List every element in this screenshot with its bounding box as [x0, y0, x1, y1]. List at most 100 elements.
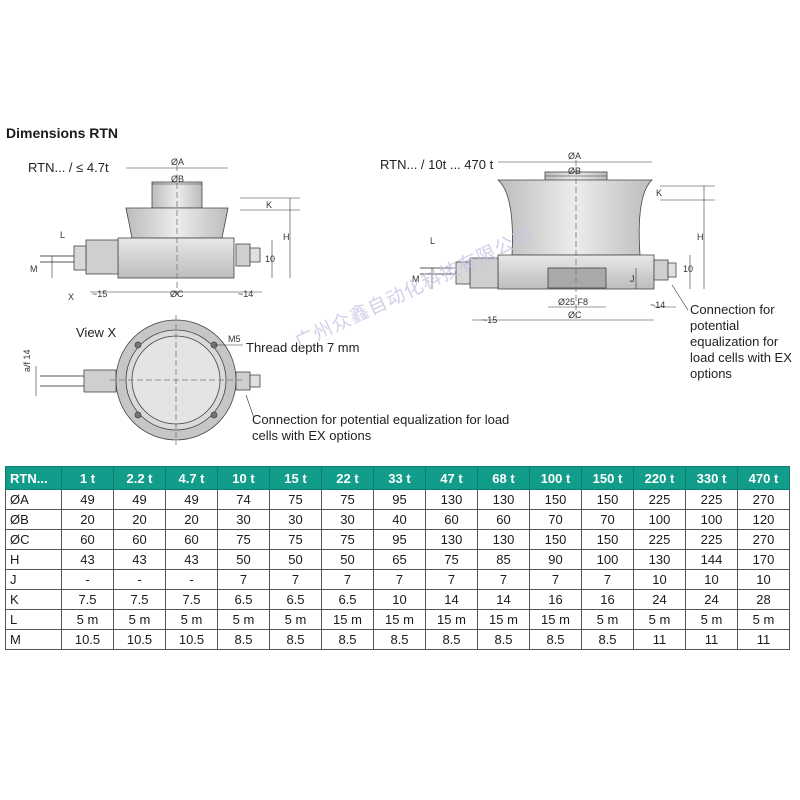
table-cell: 24	[633, 589, 686, 610]
table-cell: 144	[685, 549, 738, 570]
dim-a-label-large: ØA	[568, 151, 581, 161]
table-cell: -	[61, 569, 114, 590]
table-cell: 7	[373, 569, 426, 590]
table-cell: 8.5	[581, 629, 634, 650]
table-cell: 15 m	[477, 609, 530, 630]
header-cell: 150 t	[581, 466, 634, 490]
view-x-label: View X	[76, 325, 117, 340]
row-label-cell: M	[5, 629, 62, 650]
table-cell: 11	[737, 629, 790, 650]
table-cell: 225	[633, 529, 686, 550]
table-cell: 100	[685, 509, 738, 530]
table-cell: 5 m	[61, 609, 114, 630]
dim-k-label: K	[266, 200, 272, 210]
large-load-cell-dimension-lines	[431, 161, 715, 321]
table-cell: 43	[165, 549, 218, 570]
header-cell: 100 t	[529, 466, 582, 490]
table-cell: 40	[373, 509, 426, 530]
table-cell: 60	[61, 529, 114, 550]
table-cell: 7	[321, 569, 374, 590]
dim-c-label-large: ØC	[568, 310, 582, 320]
dim-m-label: M	[30, 264, 38, 274]
table-cell: 6.5	[217, 589, 270, 610]
header-cell: 2.2 t	[113, 466, 166, 490]
table-cell: 8.5	[425, 629, 478, 650]
dimensions-table: RTN... 1 t 2.2 t 4.7 t 10 t 15 t 22 t 33…	[5, 466, 790, 650]
row-label-cell: ØB	[5, 509, 62, 530]
table-cell: 8.5	[529, 629, 582, 650]
table-cell: 10.5	[113, 629, 166, 650]
header-cell: 47 t	[425, 466, 478, 490]
table-cell: 225	[685, 489, 738, 510]
table-cell: 60	[113, 529, 166, 550]
dim-j-label: J	[630, 274, 635, 284]
dim-10-label-large: 10	[683, 264, 693, 274]
header-cell: RTN...	[5, 466, 62, 490]
dim-15-label: ~15	[92, 289, 107, 299]
connection-note-right: Connection for potential equalization fo…	[690, 302, 792, 381]
table-cell: 49	[113, 489, 166, 510]
table-cell: 100	[581, 549, 634, 570]
dim-14-label-large: ~14	[650, 300, 665, 310]
table-cell: 150	[581, 529, 634, 550]
table-cell: 70	[581, 509, 634, 530]
table-cell: 30	[269, 509, 322, 530]
header-cell: 470 t	[737, 466, 790, 490]
table-cell: 49	[165, 489, 218, 510]
table-cell: 16	[529, 589, 582, 610]
table-cell: 50	[269, 549, 322, 570]
header-cell: 68 t	[477, 466, 530, 490]
table-cell: 50	[321, 549, 374, 570]
dim-x-label: X	[68, 292, 74, 302]
dim-b-label: ØB	[171, 174, 184, 184]
table-cell: 16	[581, 589, 634, 610]
table-cell: 75	[321, 529, 374, 550]
table-cell: 7	[217, 569, 270, 590]
thread-depth-label: Thread depth 7 mm	[246, 340, 360, 355]
table-cell: 8.5	[217, 629, 270, 650]
table-cell: 5 m	[165, 609, 218, 630]
table-cell: 5 m	[633, 609, 686, 630]
header-cell: 330 t	[685, 466, 738, 490]
dim-l-label: L	[60, 230, 65, 240]
dim-m5-label: M5	[228, 334, 241, 344]
row-label-cell: J	[5, 569, 62, 590]
table-cell: 8.5	[477, 629, 530, 650]
table-cell: 10.5	[61, 629, 114, 650]
table-cell: 20	[61, 509, 114, 530]
dim-10-label: 10	[265, 254, 275, 264]
row-label-cell: H	[5, 549, 62, 570]
table-cell: 14	[477, 589, 530, 610]
table-cell: 15 m	[425, 609, 478, 630]
table-cell: 5 m	[113, 609, 166, 630]
table-cell: 15 m	[529, 609, 582, 630]
header-cell: 10 t	[217, 466, 270, 490]
table-cell: -	[113, 569, 166, 590]
table-cell: 90	[529, 549, 582, 570]
table-cell: 5 m	[581, 609, 634, 630]
table-cell: 100	[633, 509, 686, 530]
table-cell: 85	[477, 549, 530, 570]
table-cell: 130	[425, 489, 478, 510]
table-cell: 150	[529, 529, 582, 550]
table-cell: 70	[529, 509, 582, 530]
dim-a-label: ØA	[171, 157, 184, 167]
table-cell: 20	[113, 509, 166, 530]
table-cell: 170	[737, 549, 790, 570]
table-cell: 130	[425, 529, 478, 550]
table-cell: 130	[477, 489, 530, 510]
dim-k-label-large: K	[656, 188, 662, 198]
table-cell: 75	[269, 529, 322, 550]
table-cell: 10	[685, 569, 738, 590]
table-cell: 7	[529, 569, 582, 590]
header-cell: 4.7 t	[165, 466, 218, 490]
table-cell: 6.5	[269, 589, 322, 610]
table-cell: 270	[737, 529, 790, 550]
